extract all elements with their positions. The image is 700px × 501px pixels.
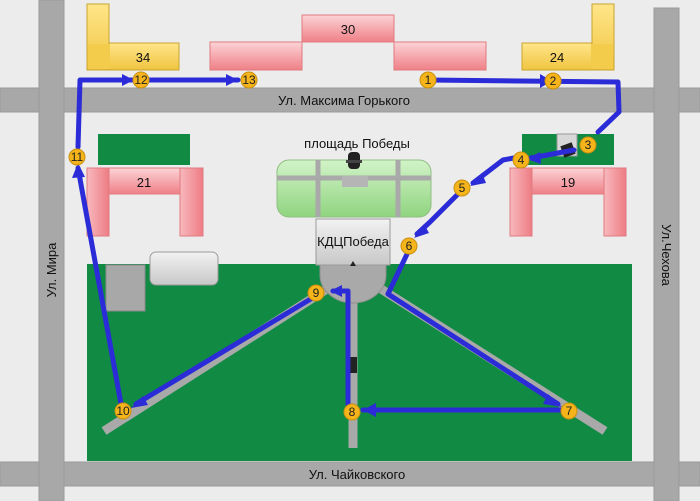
route-marker-3-label: 3 <box>585 138 592 152</box>
route-marker-5[interactable]: 5 <box>453 179 471 197</box>
route-segment-6-7 <box>385 249 561 407</box>
route-segment-9-10 <box>133 294 317 407</box>
arrow-to-9 <box>330 285 342 297</box>
road-maxim-gorky <box>0 87 700 113</box>
route-marker-10[interactable]: 10 <box>114 402 132 420</box>
route-marker-8-label: 8 <box>349 405 356 419</box>
route-marker-2[interactable]: 2 <box>544 72 562 90</box>
arrow-to-5 <box>470 173 486 186</box>
route-marker-9-label: 9 <box>313 286 320 300</box>
route-marker-1[interactable]: 1 <box>419 71 437 89</box>
arrow-to-12 <box>122 74 134 86</box>
building-21-label: 21 <box>137 175 151 190</box>
kdc-small-triangle <box>350 261 356 266</box>
arrow-to-10 <box>131 396 148 408</box>
building-30 <box>209 14 487 71</box>
route-segment-11-12 <box>75 77 135 150</box>
route-segment-1-3 <box>425 77 622 135</box>
route-marker-7[interactable]: 7 <box>560 402 578 420</box>
arrow-to-11 <box>72 163 85 178</box>
route-marker-10-label: 10 <box>116 404 130 418</box>
street-label-top: Ул. Максима Горького <box>278 93 410 108</box>
route-marker-11-label: 11 <box>71 150 84 164</box>
building-34 <box>86 3 180 71</box>
route-marker-13[interactable]: 13 <box>240 71 258 89</box>
kiosk-icon <box>348 357 357 373</box>
route-marker-4[interactable]: 4 <box>512 151 530 169</box>
grey-block-small <box>105 264 146 312</box>
route-marker-6[interactable]: 6 <box>400 237 418 255</box>
route-marker-3[interactable]: 3 <box>579 136 597 154</box>
street-label-bottom: Ул. Чайковского <box>309 467 405 482</box>
building-24 <box>521 3 615 71</box>
road-chekhova <box>653 7 680 501</box>
route-markers: 1 2 3 4 5 6 7 8 9 10 11 12 13 <box>68 71 597 421</box>
road-chaykovsky <box>0 461 700 487</box>
route-marker-1-label: 1 <box>425 73 432 87</box>
route-marker-13-label: 13 <box>242 73 256 87</box>
route-marker-9[interactable]: 9 <box>307 284 325 302</box>
building-24-label: 24 <box>550 50 564 65</box>
route-marker-4-label: 4 <box>518 153 525 167</box>
route-marker-12[interactable]: 12 <box>132 71 150 89</box>
street-label-right: Ул.Чехова <box>659 224 674 287</box>
arrow-to-6 <box>414 224 429 238</box>
kdc-building <box>315 218 391 266</box>
arrow-to-7 <box>543 394 562 407</box>
monument-icon <box>346 152 362 169</box>
arrow-to-8 <box>363 403 376 417</box>
route-marker-12-label: 12 <box>134 73 148 87</box>
route-marker-2-label: 2 <box>550 74 557 88</box>
route-segment-10-11 <box>75 165 124 407</box>
building-21 <box>86 134 204 237</box>
route-marker-8[interactable]: 8 <box>343 403 361 421</box>
route-marker-6-label: 6 <box>406 239 413 253</box>
grey-block-rounded <box>149 251 219 286</box>
route-marker-5-label: 5 <box>459 181 466 195</box>
route-marker-11[interactable]: 11 <box>68 148 86 166</box>
square-label: площадь Победы <box>304 136 410 151</box>
route-marker-7-label: 7 <box>566 404 573 418</box>
building-34-label: 34 <box>136 50 150 65</box>
street-label-left: Ул. Мира <box>44 242 59 298</box>
building-19-label: 19 <box>561 175 575 190</box>
road-mira <box>38 0 65 501</box>
arrow-to-13 <box>226 74 238 86</box>
route-arrows <box>72 74 562 417</box>
kdc-label: КДЦПобеда <box>317 234 389 249</box>
building-19 <box>509 133 627 237</box>
arrow-to-4 <box>527 152 541 164</box>
building-30-label: 30 <box>341 22 355 37</box>
route <box>75 77 622 413</box>
square-center-plate <box>342 176 368 187</box>
